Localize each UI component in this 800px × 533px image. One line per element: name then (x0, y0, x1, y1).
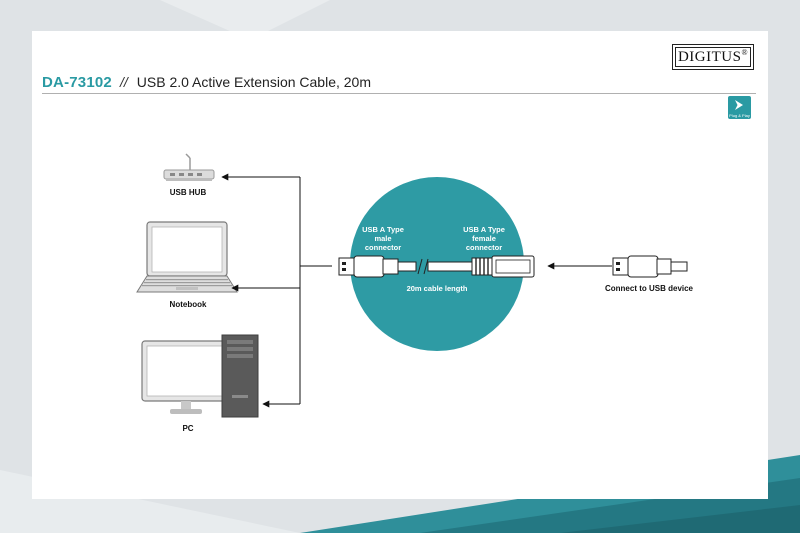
model-number: DA-73102 (42, 74, 112, 91)
pc-label: PC (182, 424, 194, 433)
page-title: DA-73102 // USB 2.0 Active Extension Cab… (42, 74, 371, 92)
usb-hub-icon (163, 153, 215, 181)
plug-and-play-label: Plug & Play (729, 113, 750, 118)
play-arrow-icon (735, 100, 743, 110)
brand-logo: DIGITUS® (672, 44, 754, 70)
male-connector-label: USB A Type male connector (362, 225, 404, 252)
plug-and-play-badge: Plug & Play (728, 96, 751, 119)
target-device-label: Connect to USB device (604, 284, 694, 293)
product-name: USB 2.0 Active Extension Cable, 20m (136, 74, 371, 90)
female-connector-label: USB A Type female connector (463, 225, 505, 252)
usb-device-plug (612, 255, 688, 278)
pc-icon (141, 334, 259, 418)
notebook-label: Notebook (169, 300, 207, 309)
extension-cable (338, 255, 535, 278)
title-separator: // (119, 74, 128, 90)
arrow-lines (221, 173, 612, 408)
usb-hub-label: USB HUB (169, 188, 207, 197)
cable-length-label: 20m cable length (406, 284, 468, 293)
header-divider (42, 93, 756, 94)
notebook-icon (136, 221, 238, 293)
